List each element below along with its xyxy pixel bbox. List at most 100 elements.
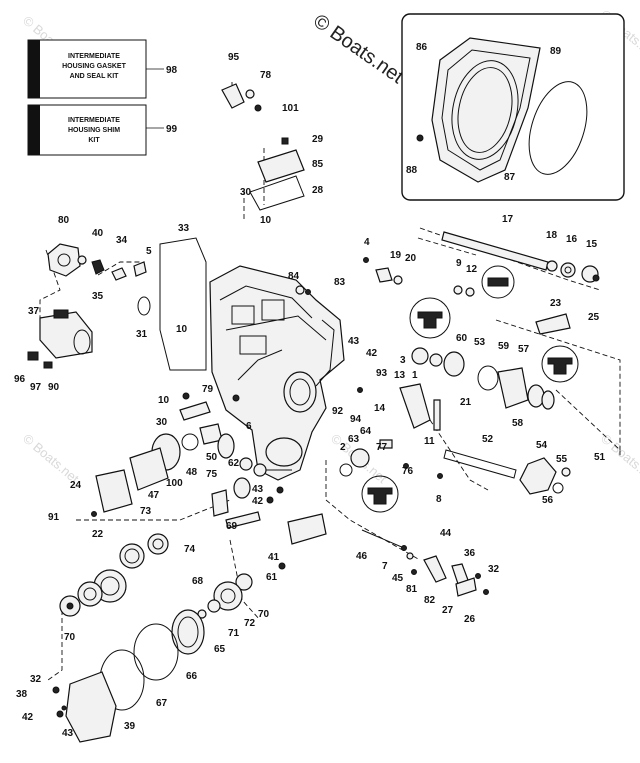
callout-label: 10 [176, 324, 188, 335]
callout-label: 53 [474, 337, 486, 348]
callout-label: 14 [374, 403, 386, 414]
callout-label: 55 [556, 454, 568, 465]
callout-label: 98 [166, 65, 178, 76]
callout-label: 41 [268, 552, 280, 563]
callout-label: 44 [440, 528, 452, 539]
callout-label: 15 [586, 239, 598, 250]
callout-label: 90 [48, 382, 60, 393]
callout-label: 51 [594, 452, 606, 463]
kit-line: INTERMEDIATE [68, 117, 120, 124]
callout-label: 8 [436, 494, 442, 505]
left-cluster-parts [27, 243, 147, 369]
callout-label: 65 [214, 644, 226, 655]
lower-right-parts [361, 529, 489, 597]
callout-label: 61 [266, 572, 278, 583]
callouts: 95 78 101 29 85 28 86 89 88 87 30 10 80 … [14, 42, 606, 739]
right-shaft-parts [295, 231, 600, 297]
callout-label: 72 [244, 618, 256, 629]
callout-label: 87 [504, 172, 516, 183]
callout-label: 86 [416, 42, 428, 53]
callout-label: 42 [22, 712, 34, 723]
callout-label: 38 [16, 689, 28, 700]
gasket-33 [159, 237, 207, 371]
callout-label: 21 [460, 397, 472, 408]
callout-label: 85 [312, 159, 324, 170]
watermark: © Boats.net [309, 10, 408, 88]
callout-label: 27 [442, 605, 454, 616]
callout-label: 97 [30, 382, 42, 393]
intermediate-housing [209, 265, 345, 481]
logo-badges [361, 265, 579, 513]
kit-line: HOUSING SHIM [68, 127, 120, 134]
callout-label: 34 [116, 235, 128, 246]
callout-label: 92 [332, 406, 344, 417]
callout-label: 75 [206, 469, 218, 480]
callout-label: 4 [364, 237, 370, 248]
callout-label: 83 [334, 277, 346, 288]
callout-label: 70 [258, 609, 270, 620]
callout-label: 24 [70, 480, 82, 491]
callout-label: 39 [124, 721, 136, 732]
upper-bracket-parts [221, 83, 305, 211]
callout-label: 59 [498, 341, 510, 352]
callout-label: 58 [512, 418, 524, 429]
callout-label: 57 [518, 344, 530, 355]
callout-label: 52 [482, 434, 494, 445]
callout-label: 20 [405, 253, 417, 264]
ghost-watermark: © Boats.net [20, 431, 82, 487]
callout-label: 54 [536, 440, 548, 451]
callout-label: 62 [228, 458, 240, 469]
callout-label: 45 [392, 573, 404, 584]
callout-label: 74 [184, 544, 196, 555]
callout-label: 95 [228, 52, 240, 63]
callout-label: 80 [58, 215, 70, 226]
callout-label: 93 [376, 368, 388, 379]
callout-label: 56 [542, 495, 554, 506]
callout-label: 68 [192, 576, 204, 587]
callout-label: 69 [226, 521, 238, 532]
callout-label: 94 [350, 414, 362, 425]
callout-label: 46 [356, 551, 368, 562]
callout-label: 9 [456, 258, 462, 269]
callout-label: 82 [424, 595, 436, 606]
kit-line: HOUSING GASKET [62, 63, 127, 70]
callout-label: 6 [246, 421, 252, 432]
callout-label: 43 [62, 728, 74, 739]
callout-label: 33 [178, 223, 190, 234]
kit-line: INTERMEDIATE [68, 53, 120, 60]
callout-label: 3 [400, 355, 406, 366]
callout-label: 36 [464, 548, 476, 559]
callout-label: 12 [466, 264, 478, 275]
callout-label: 18 [546, 230, 558, 241]
callout-label: 28 [312, 185, 324, 196]
callout-label: 89 [550, 46, 562, 57]
kit-line: AND SEAL KIT [70, 73, 120, 80]
callout-label: 99 [166, 124, 178, 135]
callout-label: 64 [360, 426, 372, 437]
callout-label: 42 [252, 496, 264, 507]
kit-line: KIT [88, 137, 100, 144]
lower-left-stack [52, 533, 253, 743]
callout-label: 84 [288, 271, 300, 282]
callout-label: 30 [156, 417, 168, 428]
callout-label: 37 [28, 306, 40, 317]
callout-label: 11 [424, 436, 435, 447]
callout-label: 1 [412, 370, 418, 381]
callout-label: 30 [240, 187, 252, 198]
callout-label: 29 [312, 134, 324, 145]
callout-label: 10 [158, 395, 170, 406]
callout-label: 22 [92, 529, 104, 540]
callout-label: 73 [140, 506, 152, 517]
callout-label: 43 [252, 484, 264, 495]
callout-label: 96 [14, 374, 26, 385]
callout-label: 32 [488, 564, 500, 575]
callout-label: 7 [382, 561, 388, 572]
callout-label: 60 [456, 333, 468, 344]
callout-label: 76 [402, 466, 414, 477]
callout-label: 91 [48, 512, 60, 523]
callout-label: 79 [202, 384, 214, 395]
right-middle-parts [339, 313, 571, 495]
callout-label: 40 [92, 228, 104, 239]
callout-label: 32 [30, 674, 42, 685]
kit-box-gasket: INTERMEDIATE HOUSING GASKET AND SEAL KIT… [27, 39, 178, 99]
